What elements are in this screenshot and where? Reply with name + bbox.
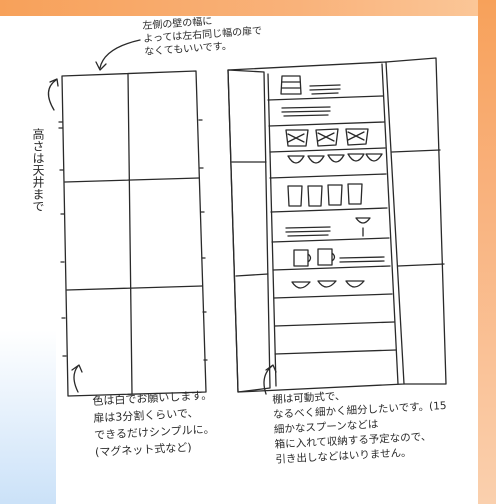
note-left-wall-width: 左側の壁の幅に よっては左右同じ幅の扉で なくてもいいです。 — [142, 16, 263, 58]
note-height: 高さは天井まで — [31, 128, 45, 212]
cup-icon — [287, 183, 363, 207]
right-cabinet — [227, 57, 447, 393]
arrow-icon — [47, 39, 277, 395]
woven-basket-icon — [285, 128, 369, 147]
plate-stack-icon — [280, 75, 341, 117]
note-shelves: 棚は可動式で、 なるべく細かく細分したいです。(15 細かなスプーンなどは 箱に… — [272, 390, 447, 466]
decorative-left-glow — [0, 330, 56, 504]
bowl-icon — [291, 280, 365, 289]
glass-icon — [355, 217, 371, 237]
bowl-icon — [287, 153, 383, 164]
mug-icon — [293, 248, 385, 267]
note-color-and-doors: 色は白でお願いします。 扉は3分割くらいで、 できるだけシンプルに。 (マグネッ… — [92, 388, 215, 459]
cutlery-icon — [285, 226, 331, 237]
decorative-right-band — [478, 0, 496, 504]
left-cabinet — [58, 70, 208, 397]
decorative-top-band — [0, 0, 496, 16]
